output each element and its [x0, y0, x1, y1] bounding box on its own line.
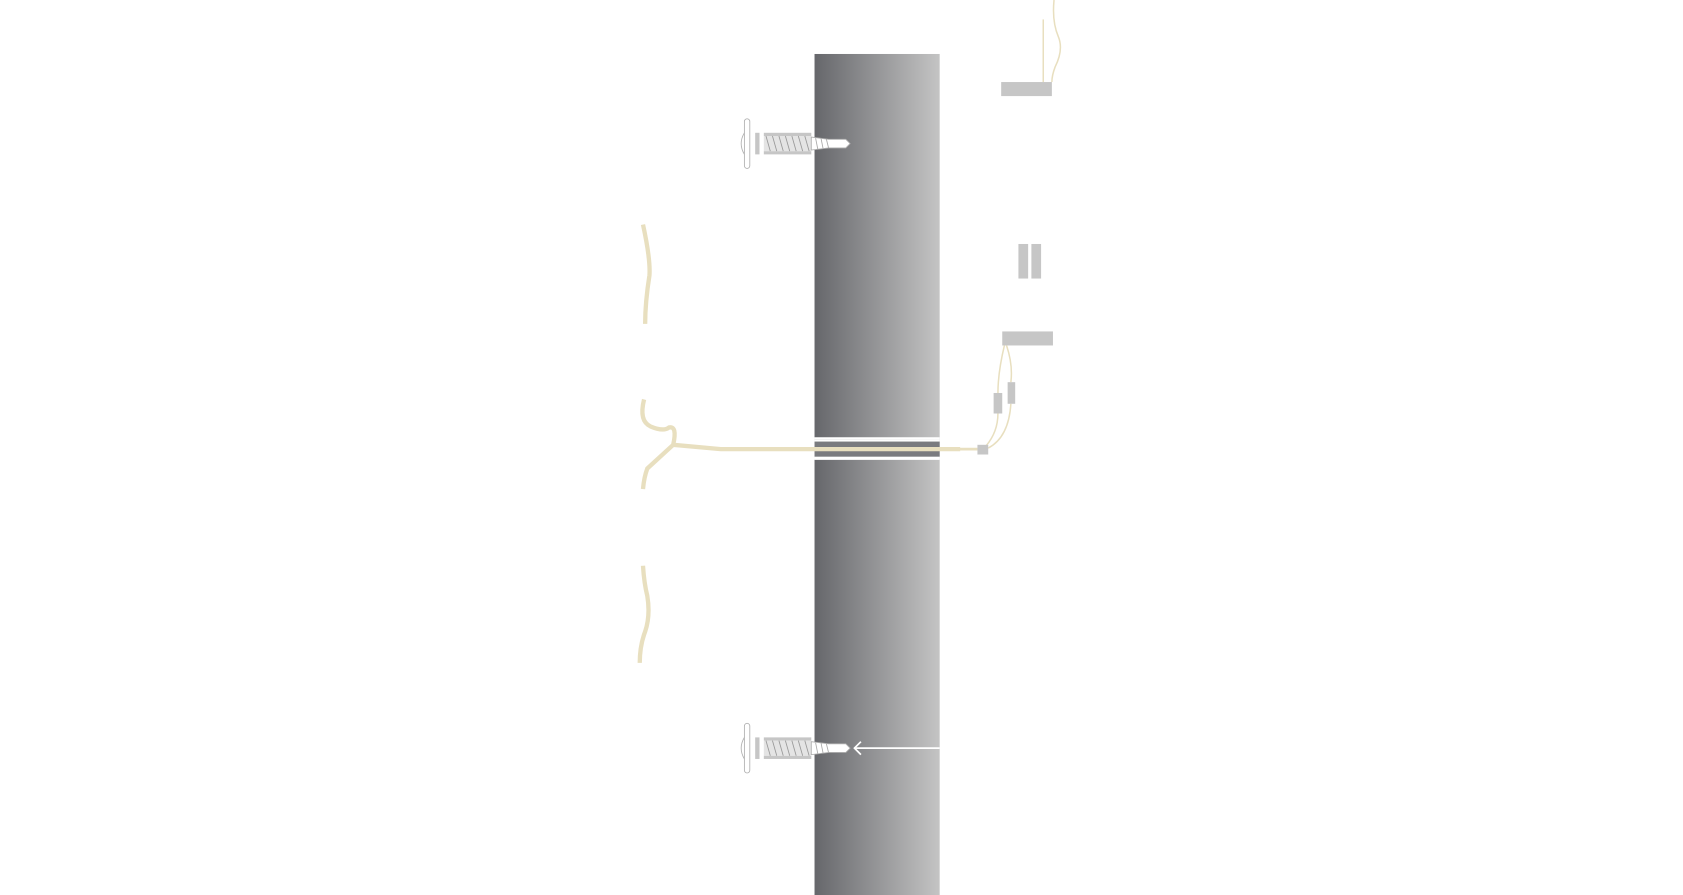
- post: [814, 53, 940, 895]
- insert-arrow-icon: [853, 741, 940, 756]
- ferrule-left: [993, 392, 1003, 414]
- pause-fitting-right: [1031, 243, 1042, 279]
- pause-fitting-left: [1018, 243, 1029, 279]
- ferrule-right: [1007, 382, 1016, 404]
- top-fitting: [1001, 82, 1052, 97]
- middle-fitting: [1002, 331, 1053, 346]
- fittings: [977, 0, 1062, 455]
- connector: [977, 444, 989, 455]
